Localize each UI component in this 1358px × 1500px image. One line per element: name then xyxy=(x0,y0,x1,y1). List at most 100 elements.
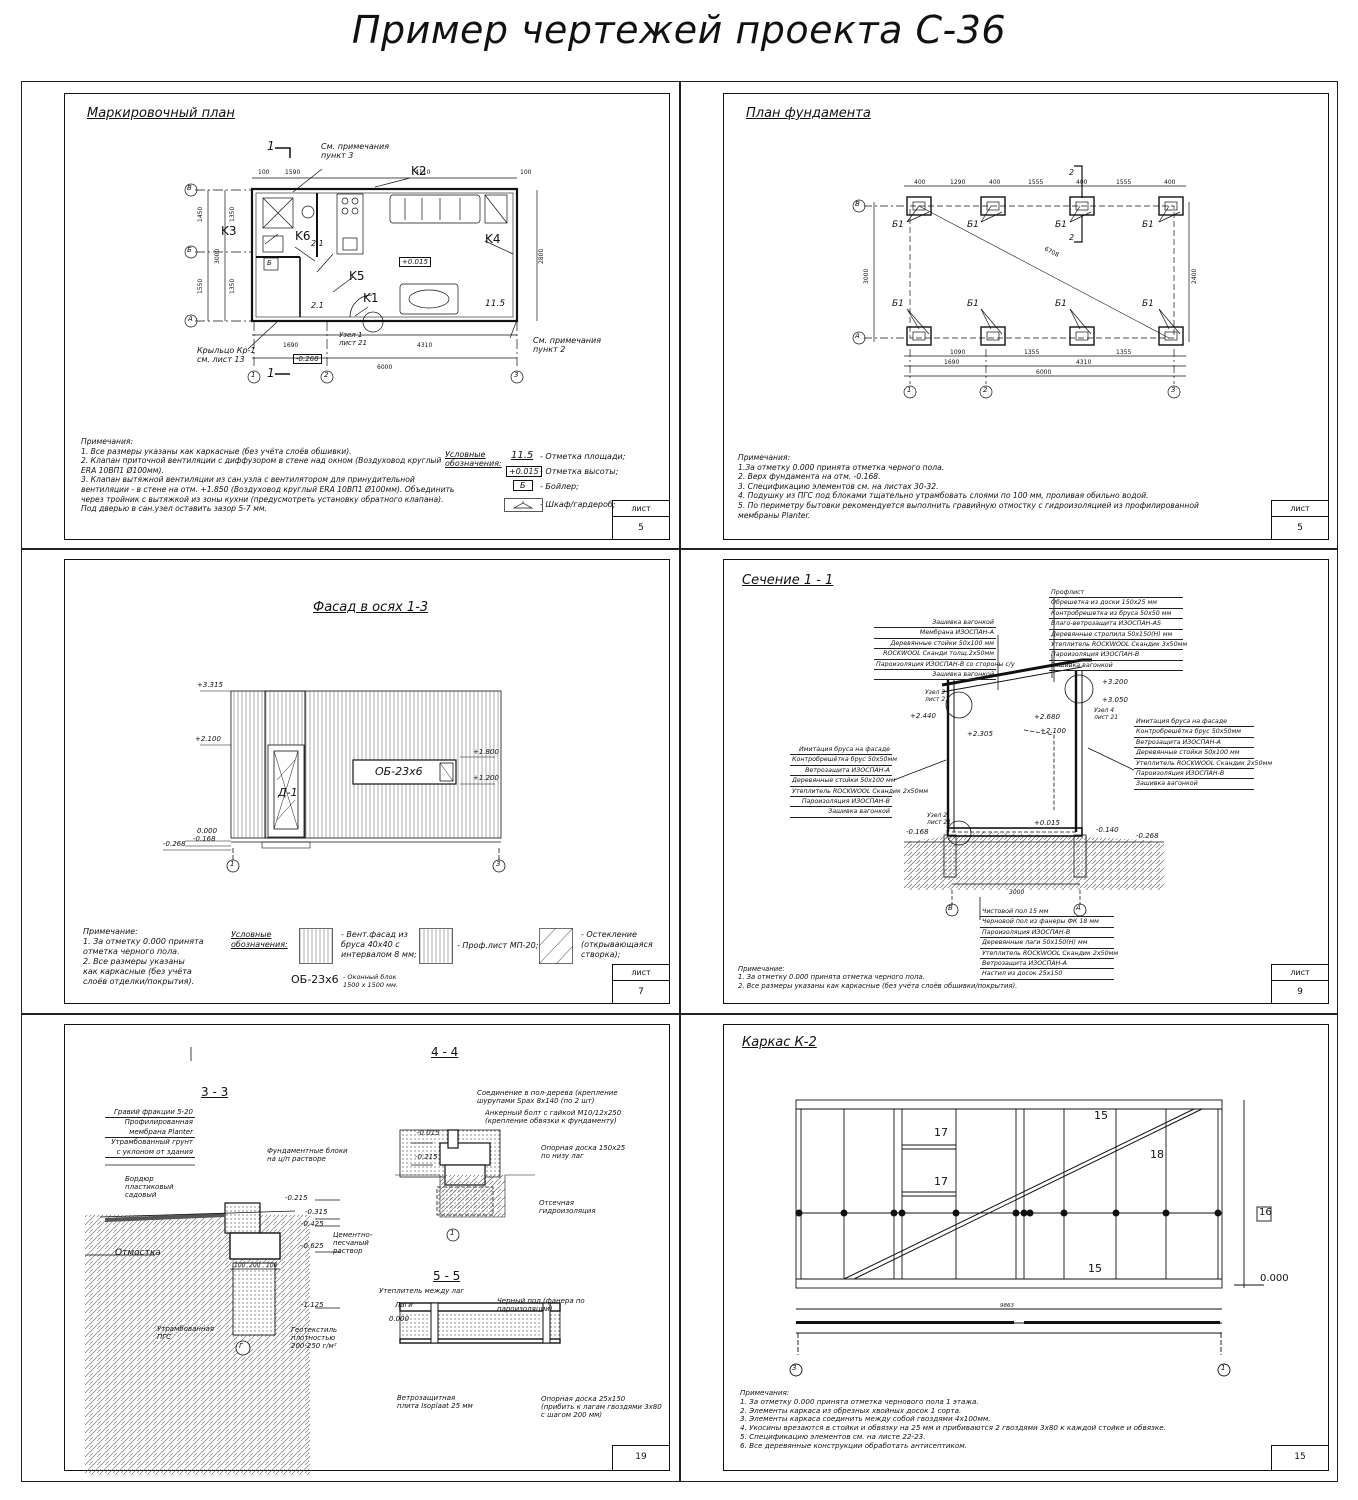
label-line: на ц/п растворе xyxy=(267,1155,326,1163)
note-line: 3. Клапан вытяжной вентиляции из сан.узл… xyxy=(81,475,415,485)
legend-line: (открывающаяся xyxy=(581,940,653,949)
level-mark: +1.800 xyxy=(473,748,499,756)
sheet-title: Каркас К-2 xyxy=(742,1035,817,1050)
spec-line: Пароизоляция ИЗОСПАН-В со стороны с/у xyxy=(874,660,1015,671)
note-line: через тройник с вытяжкой из зоны кухни (… xyxy=(81,494,444,504)
note-line: Примечания: xyxy=(738,453,791,462)
area-mark: 11.5 xyxy=(485,299,506,309)
label-line: шурупами Spax 8х140 (по 2 шт) xyxy=(477,1097,595,1105)
block-mark: Б1 xyxy=(892,220,904,230)
sheet-cell-3 xyxy=(21,548,681,1015)
note-line: слоёв отделки/покрытия). xyxy=(83,977,195,986)
axis-g: Г xyxy=(239,1342,243,1350)
block-mark: Б1 xyxy=(1142,299,1154,309)
section-mark: 2 xyxy=(1069,168,1075,177)
gravel-spec: Гравий фракции 5-20 Профилированная мемб… xyxy=(105,1108,195,1159)
label-line: Отсечная xyxy=(539,1199,574,1207)
label-line: плита Isoplaat 25 мм xyxy=(397,1402,473,1410)
level-mark: -0.268 xyxy=(163,840,186,848)
block-mark: Б1 xyxy=(1055,299,1067,309)
spec-line: Деревянные стропила 50х150(Н) мм xyxy=(1049,630,1183,641)
label-line: Анкерный болт с гайкой М10/12х250 xyxy=(485,1109,622,1117)
label-otmostka: Отмостка xyxy=(115,1248,161,1258)
note-line: 2. Верх фундамента на отм. -0.168. xyxy=(738,472,881,482)
spec-line: Ветрозащита ИЗОСПАН-А xyxy=(1134,738,1254,749)
label-line: Ветрозащитная xyxy=(397,1394,456,1402)
note-line: 5. Спецификацию элементов см. на листе 2… xyxy=(740,1431,926,1441)
sheet-facade: Фасад в осях 1-3 xyxy=(64,559,670,1004)
axis-v: В xyxy=(187,184,192,192)
axis-3: 3 xyxy=(792,1364,797,1372)
spec-line: Гравий фракции 5-20 xyxy=(105,1108,195,1119)
notes-block: Примечание: 1. За отметку 0.000 принята … xyxy=(83,927,204,987)
note-line: 1. За отметку 0.000 принята отметка черн… xyxy=(738,973,925,982)
legend-line: - Оконный блок xyxy=(343,973,397,981)
dim-s1-7: 6000 xyxy=(377,364,392,371)
level-mark: 0.000 xyxy=(389,1315,410,1323)
callout-node1-line2: лист 21 xyxy=(339,339,368,347)
sheet-frame-k2: Каркас К-2 xyxy=(723,1024,1329,1471)
dim-s4: 3000 xyxy=(1009,889,1024,896)
spec-line: мембрана Planter xyxy=(105,1128,195,1139)
sheet-title: Маркировочный план xyxy=(87,106,235,121)
section-title-5-5: 5 - 5 xyxy=(433,1269,461,1283)
spec-line: Зашивка вагонкой xyxy=(874,618,996,629)
spec-line: Пароизоляция ИЗОСПАН-В xyxy=(980,928,1114,939)
legend-line: 1500 х 1500 мм. xyxy=(343,981,399,989)
spec-line: Утеплитель ROCKWOOL Скандик 3х50мм xyxy=(1049,640,1187,651)
legend-text: - Вент.фасад из бруса 40х40 с интервалом… xyxy=(341,930,417,960)
callout-note3-line1: См. примечания xyxy=(321,142,390,151)
spec-line: Зашивка вагонкой xyxy=(1134,779,1254,790)
level-mark: +2.100 xyxy=(1040,727,1066,735)
spec-line: Утрамбованный грунт xyxy=(111,1138,193,1147)
label-line: (прибить к лагам гвоздями 3х80 xyxy=(541,1403,662,1411)
axis-v: В xyxy=(948,904,953,912)
section-title-4-4: 4 - 4 xyxy=(431,1045,459,1059)
note-line: 1. За отметку 0.000 принята xyxy=(83,937,204,946)
label-line: ПГС xyxy=(157,1333,172,1341)
note-line: Под дверью в сан.узел оставить зазор 5-7… xyxy=(81,504,268,514)
dim-s2-bot: 1355 xyxy=(1024,349,1039,356)
spec-line: Пароизоляция ИЗОСПАН-В xyxy=(790,797,892,808)
sheet-title: Сечение 1 - 1 xyxy=(742,573,834,588)
area-mark: 2.1 xyxy=(311,301,324,310)
label-line: по низу лаг xyxy=(541,1152,584,1160)
dim-s2-top: 1290 xyxy=(950,179,965,186)
legend-title: Условные обозначения: xyxy=(445,450,502,468)
dim-s1-3: 4110 xyxy=(415,169,430,176)
left-wall-spec: Имитация бруса на фасаде Контробрешётка … xyxy=(790,745,928,818)
spec-line: Зашивка вагонкой xyxy=(1049,661,1183,672)
dim-s1-13: 2800 xyxy=(538,249,545,264)
dim-s2-diag: 6708 xyxy=(1043,246,1060,259)
dim-s1-4: 100 xyxy=(520,169,532,176)
spec-line: ROCKWOOL Сканди толщ.2х50мм xyxy=(874,649,996,660)
sheet-cell-1 xyxy=(21,81,681,550)
block-mark: Б1 xyxy=(1055,220,1067,230)
level-mark: -1.125 xyxy=(301,1301,324,1309)
stamp-label: лист xyxy=(613,965,669,981)
window-legend-mark: ОБ-23х6 xyxy=(291,973,339,986)
spec-line: Профлист xyxy=(1049,588,1183,599)
boiler-mark: Б xyxy=(267,259,272,267)
legend-text: - Проф.лист МП-20; xyxy=(457,941,539,950)
note-line: Примечания: xyxy=(81,437,134,446)
legend-mark: +0.015 xyxy=(506,466,542,477)
sheet-title: Фасад в осях 1-3 xyxy=(313,600,429,615)
note-line: 5. По периметру бытовки рекомендуется вы… xyxy=(738,500,1199,510)
notes-block: Примечание: 1. За отметку 0.000 принята … xyxy=(738,965,1017,990)
spec-line: Влаго-ветрозащита ИЗОСПАН-AS xyxy=(1049,619,1183,630)
dim-s1-11: 1350 xyxy=(229,207,236,222)
legend-line: интервалом 8 мм; xyxy=(341,950,417,959)
dim-s6-total: 9863 xyxy=(1000,1303,1014,1309)
stamp-number: 9 xyxy=(1297,987,1303,997)
node-line: Узел 4 xyxy=(1094,707,1115,714)
dim-s2-top: 400 xyxy=(1164,179,1176,186)
spec-line: Деревянные лаги 50х150(Н) мм xyxy=(980,938,1114,949)
dim-s2-top: 1555 xyxy=(1116,179,1131,186)
element-mark-16: 16 xyxy=(1259,1207,1272,1218)
